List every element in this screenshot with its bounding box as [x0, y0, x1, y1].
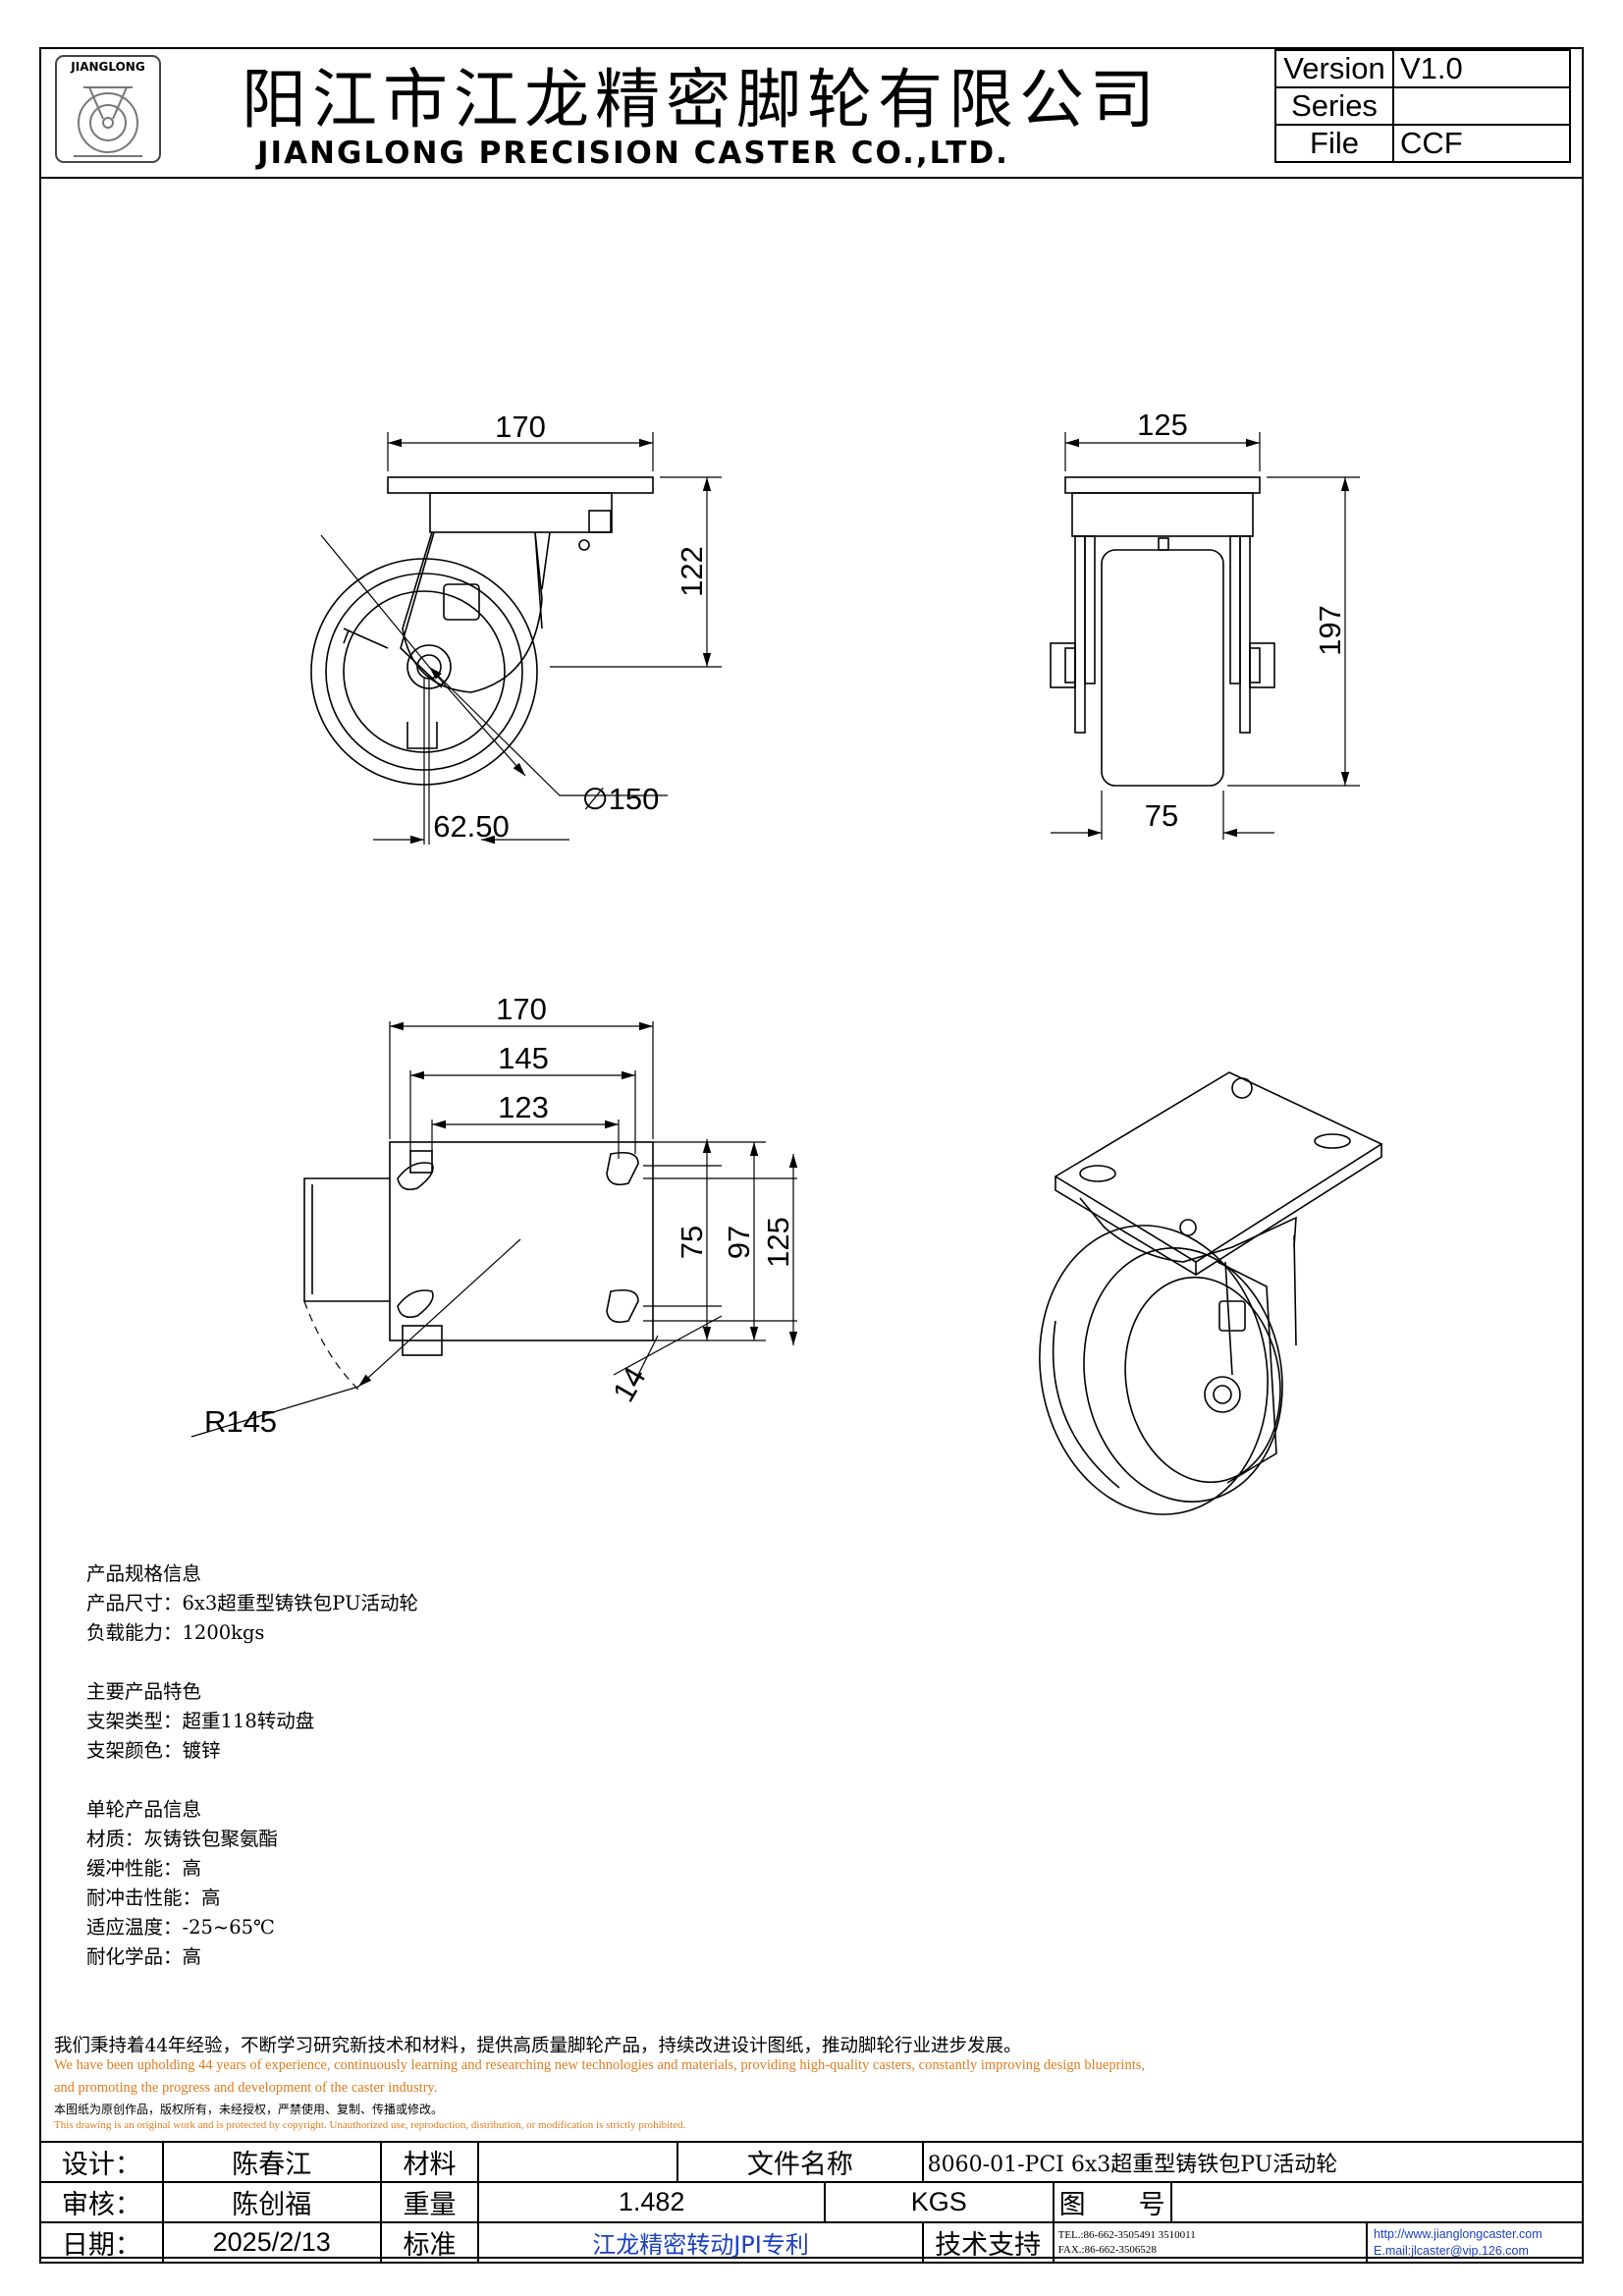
side-view — [310, 432, 722, 845]
spec-line: 产品尺寸：6x3超重型铸铁包PU活动轮 — [86, 1592, 419, 1614]
fax-text: FAX.:86-662-3506528 — [1057, 2243, 1157, 2256]
dim-plate-97: 97 — [722, 1226, 756, 1259]
contact-phone: TEL.:86-662-3505491 3510011 FAX.:86-662-… — [1052, 2221, 1369, 2264]
dim-side-width: 170 — [495, 410, 546, 444]
contact-web: http://www.jianglongcaster.com E.mail:jl… — [1366, 2221, 1584, 2264]
review-value: 陈创福 — [161, 2181, 382, 2223]
spec-line: 主要产品特色 — [86, 1680, 202, 1703]
spec-line: 耐化学品：高 — [86, 1945, 202, 1968]
email-link[interactable]: E.mail:jlcaster@vip.126.com — [1374, 2243, 1529, 2258]
top-view — [190, 1021, 798, 1438]
spec-line — [86, 1648, 418, 1677]
technical-drawing: 170 122 62.50 ∅150 125 197 75 170 145 12… — [190, 408, 1383, 1515]
company-name-en: JIANGLONG PRECISION CASTER CO.,LTD. — [257, 136, 1009, 171]
material-value — [477, 2141, 679, 2183]
standard-value: 江龙精密转动JPI专利 — [477, 2221, 924, 2264]
weight-label: 重量 — [379, 2181, 480, 2223]
note-en-copyright: This drawing is an original work and is … — [54, 2119, 686, 2131]
drawing-no-label: 图 号 — [1052, 2181, 1172, 2223]
title-block: 设计： 陈春江 材料 文件名称 8060-01-PCI 6x3超重型铸铁包PU活… — [39, 2141, 1585, 2264]
product-specs: 产品规格信息 产品尺寸：6x3超重型铸铁包PU活动轮 负载能力：1200kgs … — [86, 1559, 418, 1972]
dim-plate-75: 75 — [675, 1226, 709, 1259]
dim-side-height: 122 — [675, 546, 709, 597]
date-label: 日期： — [39, 2221, 164, 2264]
dim-hole-outer: 145 — [498, 1041, 549, 1075]
note-en-main-1: We have been upholding 44 years of exper… — [54, 2057, 1145, 2073]
spec-line: 缓冲性能：高 — [86, 1857, 202, 1880]
drawing-no-value — [1169, 2181, 1585, 2223]
filename-value: 8060-01-PCI 6x3超重型铸铁包PU活动轮 — [921, 2141, 1585, 2183]
series-label: Series — [1274, 86, 1394, 126]
spec-line — [86, 1766, 418, 1795]
note-cn-copyright: 本图纸为原创作品，版权所有，未经授权，严禁使用、复制、传播或修改。 — [54, 2103, 444, 2116]
version-value: V1.0 — [1392, 49, 1571, 88]
standard-label: 标准 — [379, 2221, 480, 2264]
dim-plate-125: 125 — [761, 1217, 795, 1268]
file-label: File — [1274, 124, 1394, 163]
material-label: 材料 — [379, 2141, 480, 2183]
spec-line: 适应温度：-25~65℃ — [86, 1916, 275, 1939]
support-label: 技术支持 — [921, 2221, 1055, 2264]
dim-offset: 62.50 — [433, 809, 510, 844]
tel-text: TEL.:86-662-3505491 3510011 — [1057, 2228, 1196, 2241]
spec-line: 单轮产品信息 — [86, 1798, 202, 1821]
design-label: 设计： — [39, 2141, 164, 2183]
filename-label: 文件名称 — [676, 2141, 924, 2183]
dim-wheel-width: 75 — [1145, 798, 1178, 833]
spec-line: 产品规格信息 — [86, 1562, 202, 1585]
company-logo: JIANGLONG — [54, 54, 162, 164]
version-label: Version — [1274, 49, 1394, 88]
note-cn-main: 我们秉持着44年经验，不断学习研究新技术和材料，提供高质量脚轮产品，持续改进设计… — [54, 2036, 1022, 2056]
dim-plate-width: 170 — [496, 992, 547, 1026]
website-link[interactable]: http://www.jianglongcaster.com — [1374, 2226, 1542, 2241]
review-label: 审核： — [39, 2181, 164, 2223]
series-value — [1392, 86, 1571, 126]
dim-front-width: 125 — [1137, 408, 1188, 442]
file-value: CCF — [1392, 124, 1571, 163]
date-value: 2025/2/13 — [161, 2221, 382, 2264]
dim-slot-14: 14 — [606, 1361, 653, 1407]
design-value: 陈春江 — [161, 2141, 382, 2183]
dim-wheel-diameter: ∅150 — [582, 782, 660, 816]
front-view — [1050, 432, 1360, 840]
company-name-cn: 阳江市江龙精密脚轮有限公司 — [242, 62, 1161, 137]
dim-hole-inner: 123 — [498, 1090, 549, 1124]
weight-unit: KGS — [823, 2181, 1055, 2223]
spec-line: 负载能力：1200kgs — [86, 1621, 265, 1644]
spec-line: 材质：灰铸铁包聚氨酯 — [86, 1828, 279, 1850]
weight-value: 1.482 — [477, 2181, 826, 2223]
dim-front-height: 197 — [1313, 605, 1347, 656]
header-divider — [39, 177, 1584, 179]
dim-swivel-radius: R145 — [204, 1404, 277, 1439]
spec-line: 支架颜色：镀锌 — [86, 1739, 221, 1762]
isometric-view — [1039, 1071, 1383, 1515]
logo-text: JIANGLONG — [71, 60, 145, 74]
note-en-main-2: and promoting the progress and developme… — [54, 2080, 438, 2096]
spec-line: 支架类型：超重118转动盘 — [86, 1710, 315, 1732]
spec-line: 耐冲击性能：高 — [86, 1886, 221, 1909]
